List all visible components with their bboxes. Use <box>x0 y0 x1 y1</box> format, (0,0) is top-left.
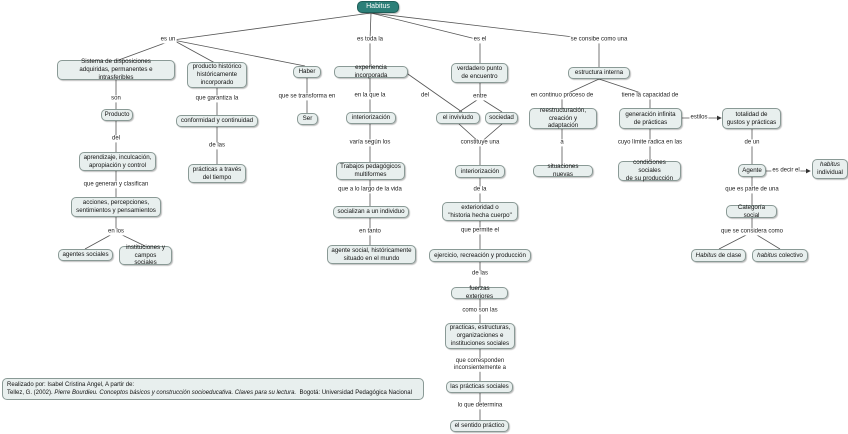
link-label-que-generan: que generan y clasifican <box>82 181 150 189</box>
concept-verdadero-punto[interactable]: verdadero punto de encuentro <box>451 63 508 83</box>
concept-situaciones-nuevas[interactable]: situaciones nuevas <box>533 163 593 178</box>
concept-agentes-sociales[interactable]: agentes sociales <box>58 249 113 261</box>
link-label-de-las-1: de las <box>207 142 227 150</box>
concept-totalidad-gustos[interactable]: totalidad de gustos y prácticas <box>722 108 781 129</box>
link-label-es-el: es el <box>472 36 488 44</box>
link-label-del-2: del <box>110 135 122 143</box>
link-label-que-se-transforma: que se transforma en <box>277 93 337 101</box>
credit-box: Realizado por: Isabel Cristina Angel, A … <box>2 378 424 400</box>
concept-habitus-colectivo[interactable]: habitus colectivo <box>752 249 808 262</box>
concept-producto[interactable]: Producto <box>101 109 133 121</box>
credit-citation-title: Pierre Bourdieu. Conceptos básicos y con… <box>54 390 297 397</box>
link-label-que-se-considera: que se considera como <box>719 228 785 236</box>
habitus-colectivo-text: colectivo <box>777 251 803 259</box>
credit-citation-author: Tellez, G. (2002). <box>7 390 55 397</box>
link-label-es-decir: es decir el <box>771 167 801 175</box>
habitus-colectivo-italic: habitus <box>757 251 778 259</box>
concept-interiorizacion-2[interactable]: interiorización <box>455 165 505 178</box>
link-label-de-un: de un <box>743 139 761 147</box>
link-label-que-es-parte: que es parte de una <box>724 186 780 194</box>
concept-interiorizacion[interactable]: interiorización <box>346 112 396 124</box>
link-label-que-corresponden: que corresponden inconsientemente a <box>452 357 508 373</box>
concept-estructura-interna[interactable]: estructura interna <box>568 67 630 79</box>
credit-citation-publisher: Bogotá: Universidad Pedagógica Nacional <box>296 390 412 397</box>
concept-ser[interactable]: Ser <box>297 113 318 125</box>
concept-agente-social[interactable]: agente social, históricamente situado en… <box>327 245 416 264</box>
link-label-en-continuo: en continuo proceso de <box>529 92 595 100</box>
habitus-individual-text: individual <box>817 169 843 176</box>
habitus-clase-italic: Habitus <box>695 251 717 259</box>
concept-sistema-disposiciones[interactable]: Sistema de disposiciones adquiridas, per… <box>57 58 175 81</box>
concept-exterioridad[interactable]: exterioridad o "historia hecha cuerpo" <box>442 202 518 221</box>
link-label-en-los: en los <box>106 228 126 236</box>
link-label-es-toda-la: es toda la <box>355 36 385 44</box>
habitus-individual-italic: habitus <box>820 161 840 169</box>
concept-instituciones-campos[interactable]: instituciones y campos sociales <box>119 244 172 266</box>
root-node[interactable]: Habitus <box>357 1 399 13</box>
concept-practicas-estructuras[interactable]: practicas, estructuras, organizaciones e… <box>445 323 515 349</box>
link-label-de-la: de la <box>472 186 488 194</box>
concept-generacion-infinita[interactable]: generación infinita de prácticas <box>619 108 682 129</box>
link-label-que-garantiza: que garantiza la <box>194 95 240 103</box>
link-label-es-un: es un <box>159 36 177 44</box>
concept-agente[interactable]: Agente <box>738 164 766 177</box>
concept-practicas-sociales[interactable]: las prácticas sociales <box>446 381 513 393</box>
concept-producto-historico[interactable]: producto histórico históricamente incorp… <box>187 62 247 88</box>
link-label-de-las-2: de las <box>470 270 490 278</box>
link-label-estilos: estilos <box>689 114 709 122</box>
concept-aprendizaje[interactable]: aprendizaje, inculcación, apropiación y … <box>79 152 156 171</box>
concept-socializan[interactable]: socializan a un individuo <box>333 206 409 218</box>
concept-conformidad[interactable]: conformidad y continuidad <box>176 115 258 127</box>
concept-haber[interactable]: Haber <box>293 66 321 78</box>
link-label-lo-que-determina: lo que determina <box>456 402 504 410</box>
concept-individuo[interactable]: el inviviudo <box>436 112 480 124</box>
link-label-a: a <box>559 139 565 147</box>
concept-ejercicio[interactable]: ejercicio, recreación y producción <box>429 249 531 262</box>
link-label-que-permite: que permite el <box>459 227 501 235</box>
concept-trabajos-pedagogicos[interactable]: Trabajos pedagógicos multiformes <box>336 162 405 180</box>
concept-acciones-percepciones[interactable]: acciones, percepciones, sentimientos y p… <box>71 197 161 217</box>
concept-habitus-individual[interactable]: habitus individual <box>812 159 848 179</box>
link-label-son: son <box>110 95 122 103</box>
concept-experiencia-incorporada[interactable]: experiencia incorporada <box>334 64 408 79</box>
link-label-que-a-lo-largo: que a lo largo de la vida <box>337 186 403 194</box>
credit-line-1: Realizado por: Isabel Cristina Angel, A … <box>7 382 135 388</box>
link-label-constituye: constituye una <box>459 139 501 147</box>
concept-categoria-social[interactable]: Categoría social <box>726 204 777 219</box>
link-label-del-1: del <box>419 92 431 100</box>
link-label-cuyo-limite: cuyo límite radica en las <box>616 139 684 147</box>
concept-sentido-practico[interactable]: el sentido práctico <box>450 420 509 432</box>
link-label-entre: entre <box>472 93 488 101</box>
concept-sociedad[interactable]: sociedad <box>485 112 518 124</box>
concept-condiciones-sociales[interactable]: condiciones sociales de su producción <box>618 159 681 182</box>
link-label-en-la-que-la: en la que la <box>353 92 387 100</box>
link-label-se-consibe: se consibe como una <box>569 36 629 44</box>
link-label-como-son: como son las <box>461 307 499 315</box>
habitus-clase-text: de clase <box>716 251 742 259</box>
credit-line-2: Tellez, G. (2002). Pierre Bourdieu. Conc… <box>7 389 419 397</box>
concept-fuerzas-exteriores[interactable]: fuerzas exteriores <box>451 285 508 300</box>
link-label-tiene-capacidad: tiene la capacidad de <box>620 92 680 100</box>
link-label-varia-segun: varía según los <box>348 139 392 147</box>
concept-practicas-tiempo[interactable]: prácticas a través del tiempo <box>188 164 246 183</box>
link-label-en-tanto: en tanto <box>358 228 382 236</box>
concept-habitus-clase[interactable]: Habitus de clase <box>691 249 746 262</box>
concept-reestructuracion[interactable]: reestructuración, creación y adaptación <box>529 107 597 129</box>
